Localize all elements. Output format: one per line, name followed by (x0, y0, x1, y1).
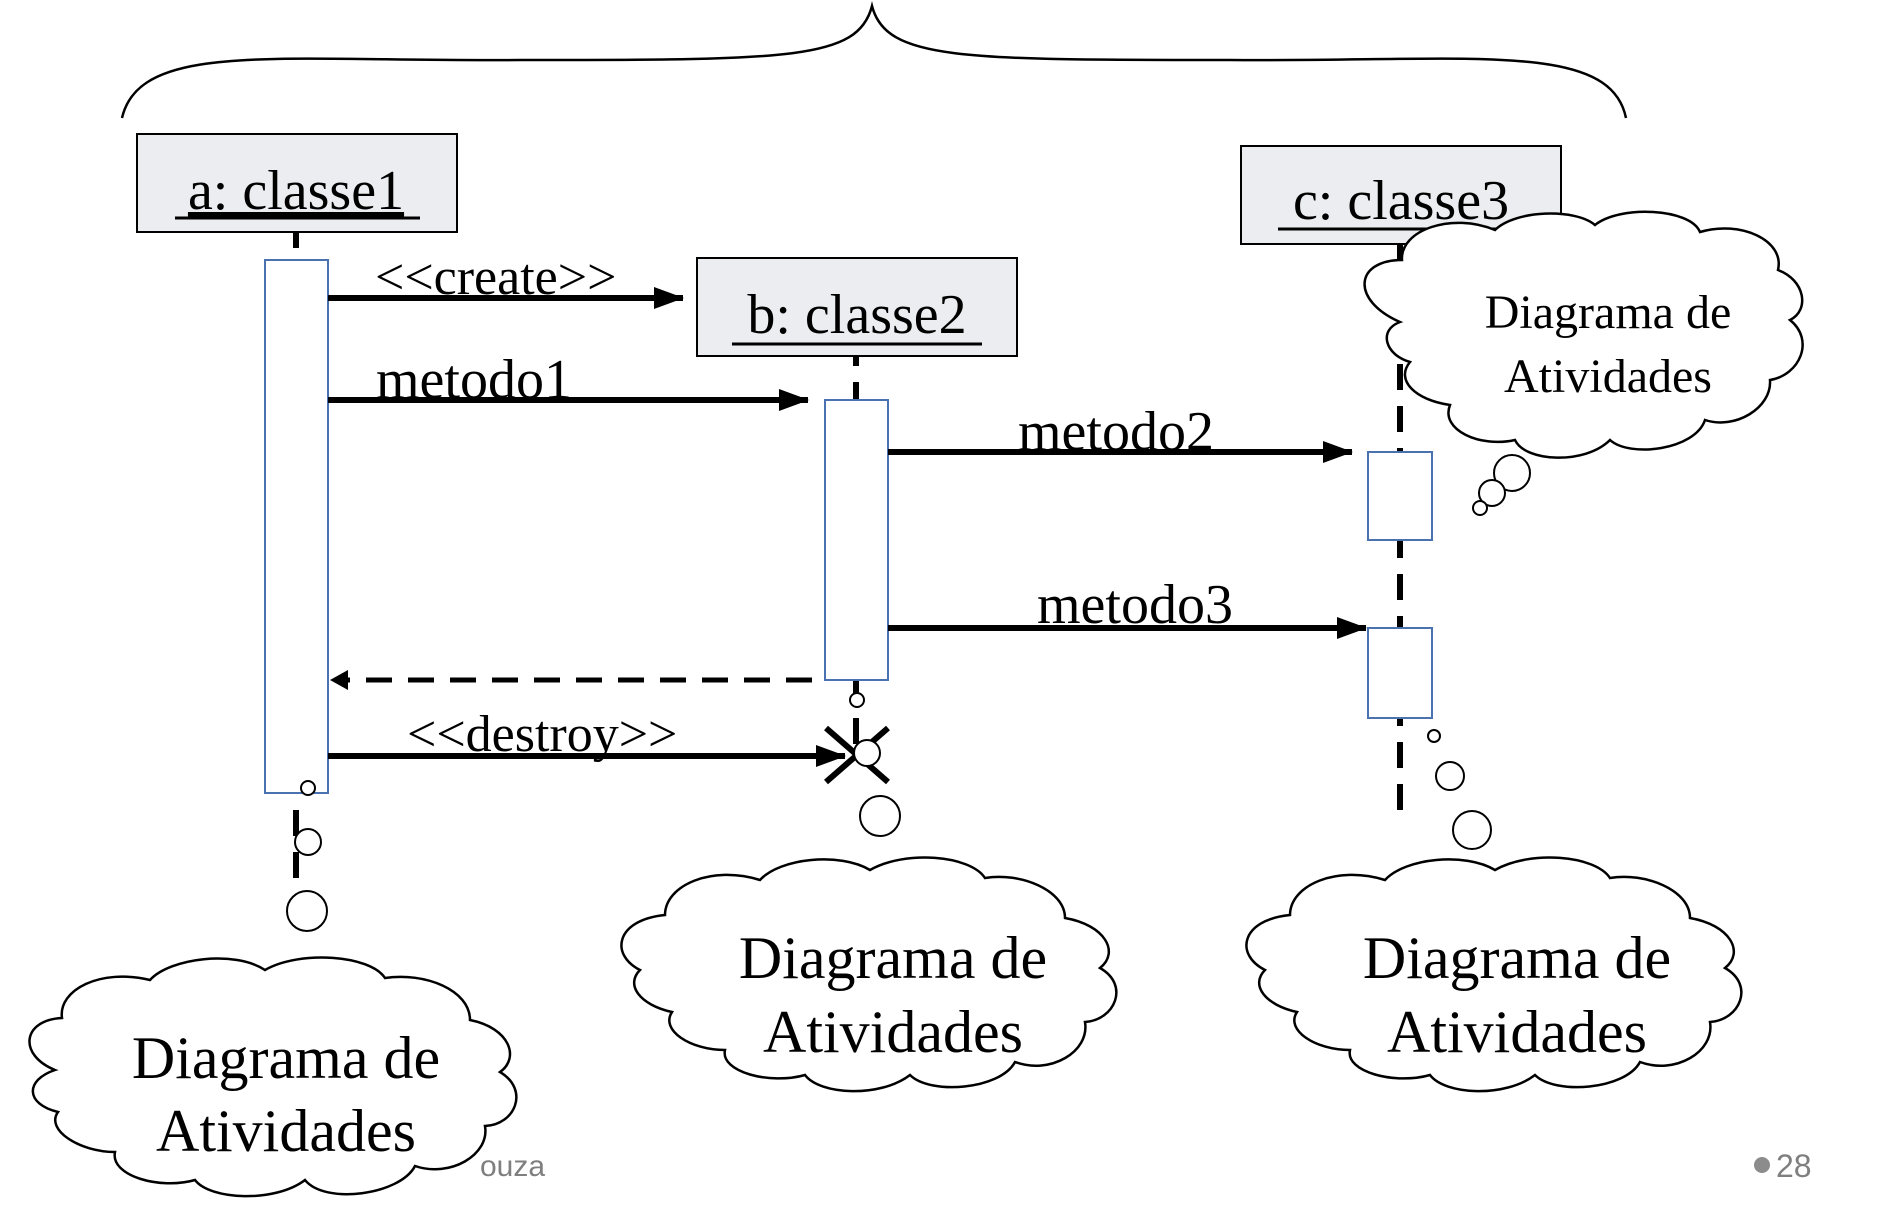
object-b-label: b: classe2 (747, 284, 966, 346)
footer-dot-icon (1754, 1157, 1770, 1173)
thought-bubbles-c (1427, 729, 1492, 850)
cloud-b: Diagrama de Atividades (620, 856, 1118, 1093)
cloud-c: Diagrama de Atividades (1245, 856, 1743, 1093)
message-metodo3-label: metodo3 (1037, 574, 1233, 636)
cloud-b-line2: Atividades (763, 999, 1023, 1065)
activation-c1 (1367, 451, 1433, 541)
object-a-label: a: classe1 (188, 160, 404, 222)
message-metodo1-label: metodo1 (376, 349, 572, 411)
cloud-a: Diagrama de Atividades (28, 956, 518, 1198)
cloud-c-small-line2: Atividades (1504, 350, 1712, 403)
thought-bubbles-b (849, 692, 901, 837)
cloud-a-line2: Atividades (156, 1098, 416, 1164)
message-destroy-label: <<destroy>> (407, 706, 677, 763)
object-b: b: classe2 (696, 257, 1018, 357)
object-a: a: classe1 (136, 133, 458, 233)
footer-author: ouza (480, 1150, 545, 1183)
title-brace (120, 1, 1628, 119)
activation-c2 (1367, 627, 1433, 719)
cloud-c-small: Diagrama de Atividades (1363, 210, 1804, 459)
message-create-label: <<create>> (375, 249, 616, 306)
cloud-a-line1: Diagrama de (132, 1025, 440, 1091)
cloud-c-line2: Atividades (1387, 999, 1647, 1065)
activation-a (264, 259, 329, 794)
object-c-label: c: classe3 (1293, 170, 1509, 232)
thought-bubbles-c-small (1472, 454, 1531, 516)
cloud-b-line1: Diagrama de (739, 925, 1047, 991)
cloud-c-line1: Diagrama de (1363, 925, 1671, 991)
page-number: 28 (1776, 1148, 1812, 1184)
cloud-c-small-line1: Diagrama de (1485, 286, 1732, 339)
thought-bubbles-a (286, 780, 328, 932)
message-return-arrowhead (330, 670, 348, 690)
activation-b (824, 399, 889, 681)
message-metodo2-label: metodo2 (1018, 401, 1214, 463)
